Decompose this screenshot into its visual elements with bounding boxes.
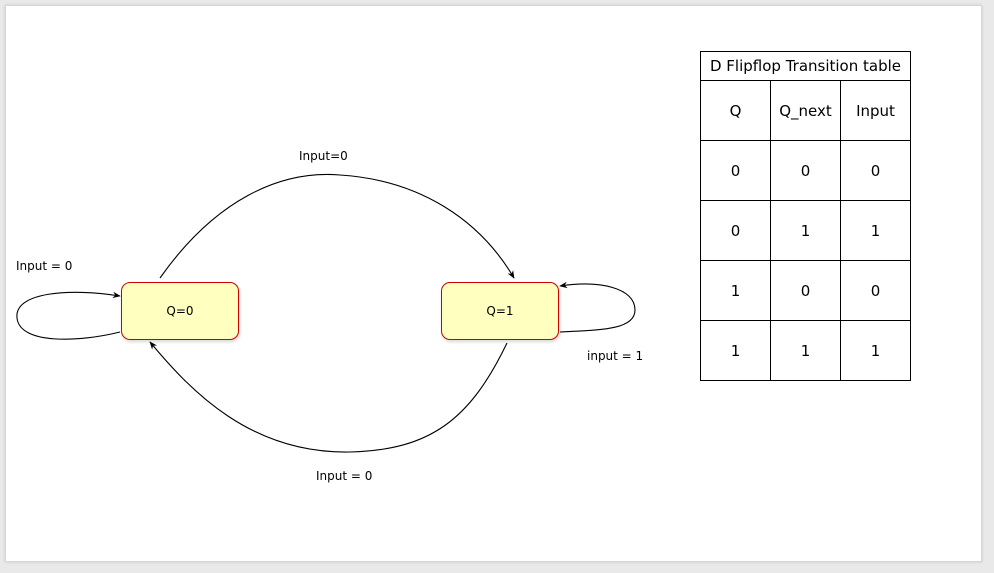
transition-table: D Flipflop Transition table Q Q_next Inp… xyxy=(700,51,911,381)
state-q0-label: Q=0 xyxy=(166,304,194,318)
table-cell: 1 xyxy=(770,320,841,381)
table-cell: 1 xyxy=(700,320,771,381)
edge-self-loop-q0[interactable] xyxy=(16,291,121,340)
edge-label-self-q1: input = 1 xyxy=(587,349,644,363)
table-cell: 0 xyxy=(700,140,771,201)
edge-label-q1-to-q0: Input = 0 xyxy=(316,469,373,483)
table-cell: 1 xyxy=(770,200,841,261)
table-row: 1 1 1 xyxy=(700,320,911,381)
state-q0[interactable]: Q=0 xyxy=(121,282,239,340)
edge-self-loop-q1[interactable] xyxy=(559,281,636,333)
table-row: 0 1 1 xyxy=(700,200,911,261)
table-cell: 0 xyxy=(700,200,771,261)
edge-q1-to-q0[interactable] xyxy=(149,341,508,453)
table-cell: 1 xyxy=(840,200,911,261)
table-cell: 0 xyxy=(770,140,841,201)
column-header-q: Q xyxy=(700,80,771,141)
state-q1[interactable]: Q=1 xyxy=(441,282,559,340)
edge-q0-to-q1[interactable] xyxy=(159,173,515,279)
table-header-row: Q Q_next Input xyxy=(700,80,911,141)
table-cell: 0 xyxy=(840,260,911,321)
table-cell: 1 xyxy=(840,320,911,381)
column-header-input: Input xyxy=(840,80,911,141)
table-title: D Flipflop Transition table xyxy=(700,51,911,81)
edge-label-self-q0: Input = 0 xyxy=(16,259,73,273)
column-header-q-next: Q_next xyxy=(770,80,841,141)
table-row: 0 0 0 xyxy=(700,140,911,201)
table-row: 1 0 0 xyxy=(700,260,911,321)
table-cell: 1 xyxy=(700,260,771,321)
table-cell: 0 xyxy=(840,140,911,201)
edge-label-q0-to-q1: Input=0 xyxy=(299,149,348,163)
state-q1-label: Q=1 xyxy=(486,304,514,318)
table-cell: 0 xyxy=(770,260,841,321)
